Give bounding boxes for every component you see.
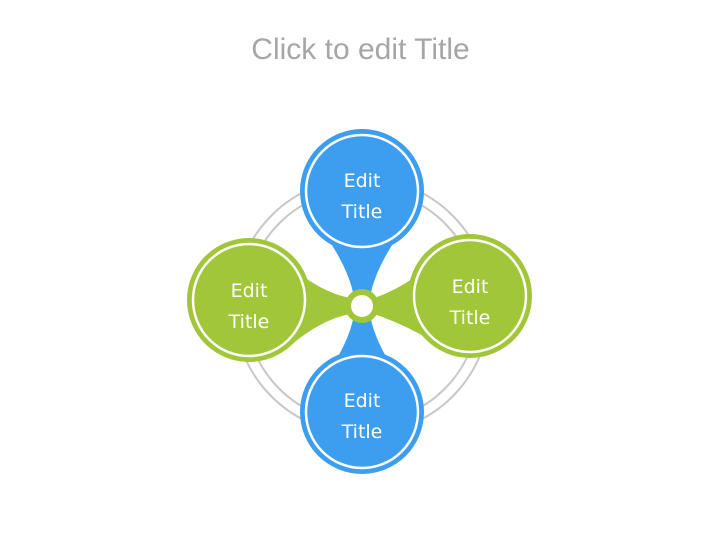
- node-right-label-line1: Edit: [452, 276, 489, 298]
- node-left-label-line1: Edit: [231, 280, 268, 302]
- node-bottom[interactable]: Edit Title: [300, 350, 424, 474]
- node-bottom-label-line1: Edit: [344, 390, 381, 412]
- node-top-label-line1: Edit: [344, 170, 381, 192]
- center-hub-inner: [351, 295, 373, 317]
- node-right[interactable]: Edit Title: [408, 234, 532, 358]
- node-right-label-line2: Title: [449, 307, 491, 329]
- node-bottom-label-line2: Title: [341, 421, 383, 443]
- node-top-label-line2: Title: [341, 201, 383, 223]
- node-top[interactable]: Edit Title: [300, 129, 424, 253]
- node-left[interactable]: Edit Title: [187, 238, 311, 362]
- node-left-label-line2: Title: [228, 311, 270, 333]
- slide-title[interactable]: Click to edit Title: [251, 33, 470, 66]
